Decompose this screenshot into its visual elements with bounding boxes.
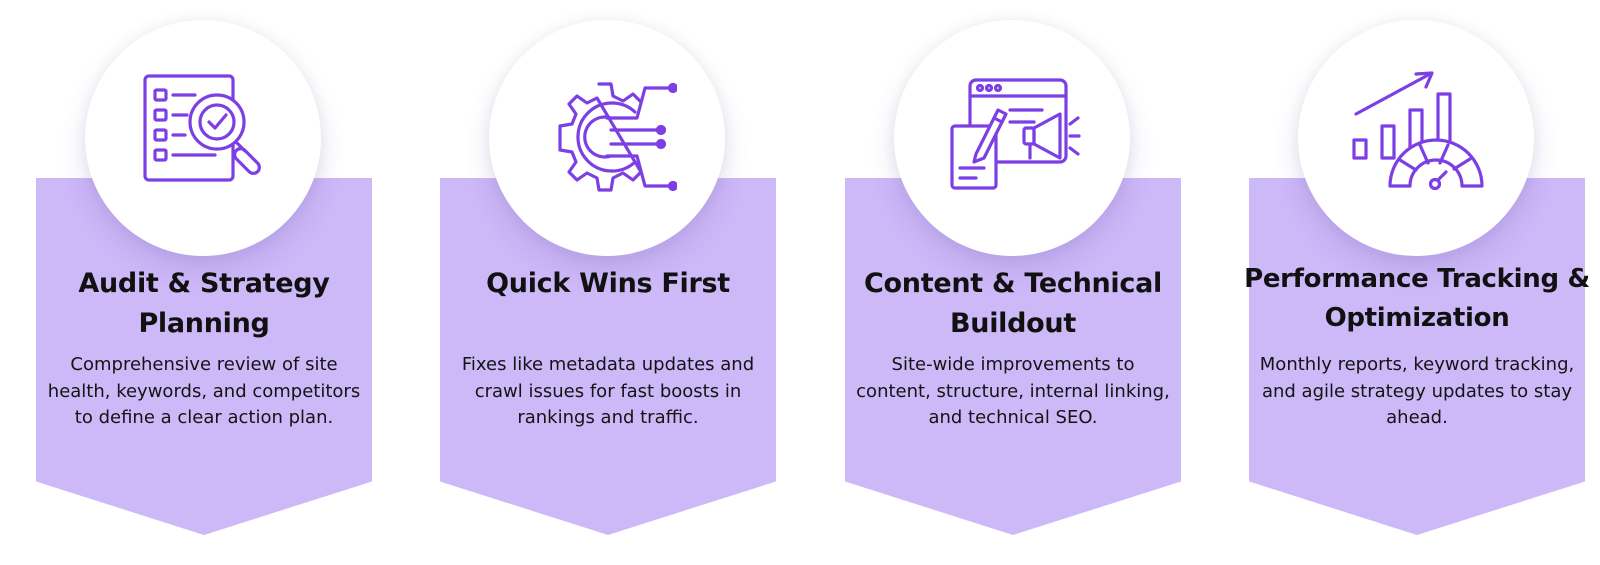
- step-quick-wins: Quick Wins First Fixes like metadata upd…: [440, 0, 776, 565]
- step-performance: Performance Tracking & Optimization Mont…: [1244, 0, 1590, 565]
- step-title: Content & Technical Buildout: [864, 268, 1162, 339]
- audit-magnifier-icon: [143, 74, 261, 182]
- gear-circuit-icon: [558, 82, 677, 192]
- icon-circle: [489, 20, 725, 256]
- step-description: Fixes like metadata updates and crawl is…: [461, 354, 755, 428]
- step-title: Audit & Strategy Planning: [78, 268, 330, 339]
- step-description: Monthly reports, keyword tracking, and a…: [1259, 354, 1575, 428]
- growth-gauge-icon: [1352, 71, 1484, 191]
- step-title: Performance Tracking & Optimization: [1244, 264, 1590, 333]
- step-title: Quick Wins First: [486, 268, 730, 299]
- icon-circle: [894, 20, 1130, 256]
- step-description: Comprehensive review of site health, key…: [47, 354, 361, 428]
- icon-circle: [85, 20, 321, 256]
- step-description: Site-wide improvements to content, struc…: [856, 354, 1170, 428]
- content-megaphone-icon: [950, 78, 1081, 190]
- step-audit: Audit & Strategy Planning Comprehensive …: [36, 0, 372, 565]
- step-content-buildout: Content & Technical Buildout Site-wide i…: [845, 0, 1181, 565]
- icon-circle: [1298, 20, 1534, 256]
